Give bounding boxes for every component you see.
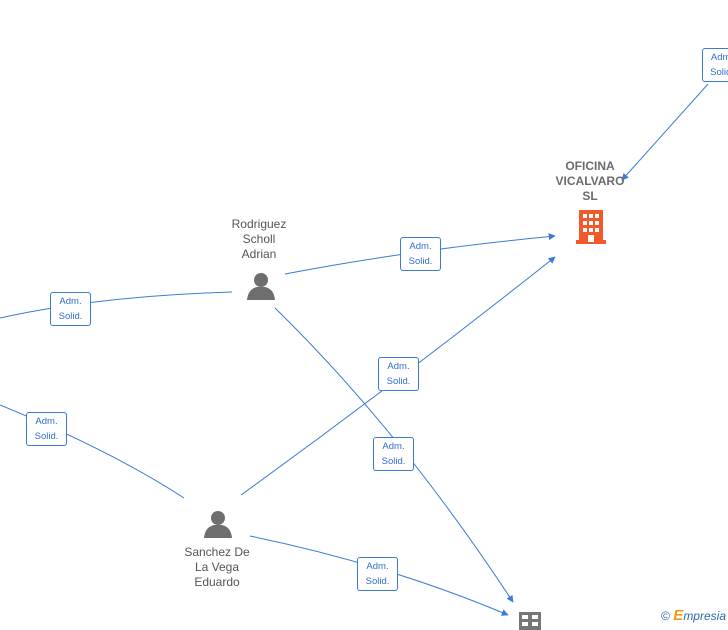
edge-line (621, 83, 709, 181)
copyright-symbol: © (661, 609, 670, 623)
rodriguez-person-icon[interactable] (247, 273, 275, 300)
empresia-watermark: © Empresia (661, 607, 726, 624)
edge-label-adm-solid: Adm. Solid. (50, 292, 91, 326)
brand-rest: mpresia (683, 609, 726, 623)
sanchez-node-label[interactable]: Sanchez De La Vega Eduardo (184, 545, 250, 589)
edge-label-adm-solid: Adm. Solid. (357, 557, 398, 591)
edge-label-adm-solid: Adm. Solid. (702, 48, 728, 82)
edge-label-adm-solid: Adm. Solid. (373, 437, 414, 471)
edge-label-adm-solid: Adm. Solid. (378, 357, 419, 391)
company-building-icon[interactable] (519, 612, 541, 630)
edge-line (0, 291, 233, 319)
edge-label-adm-solid: Adm. Solid. (400, 237, 441, 271)
oficina-node-label[interactable]: OFICINA VICALVARO SL (555, 159, 625, 203)
oficina-building-icon[interactable] (576, 210, 606, 244)
sanchez-person-icon[interactable] (204, 511, 232, 538)
edge-label-adm-solid: Adm. Solid. (26, 412, 67, 446)
rodriguez-node-label[interactable]: Rodriguez Scholl Adrian (231, 217, 287, 261)
brand-initial: E (673, 607, 684, 624)
